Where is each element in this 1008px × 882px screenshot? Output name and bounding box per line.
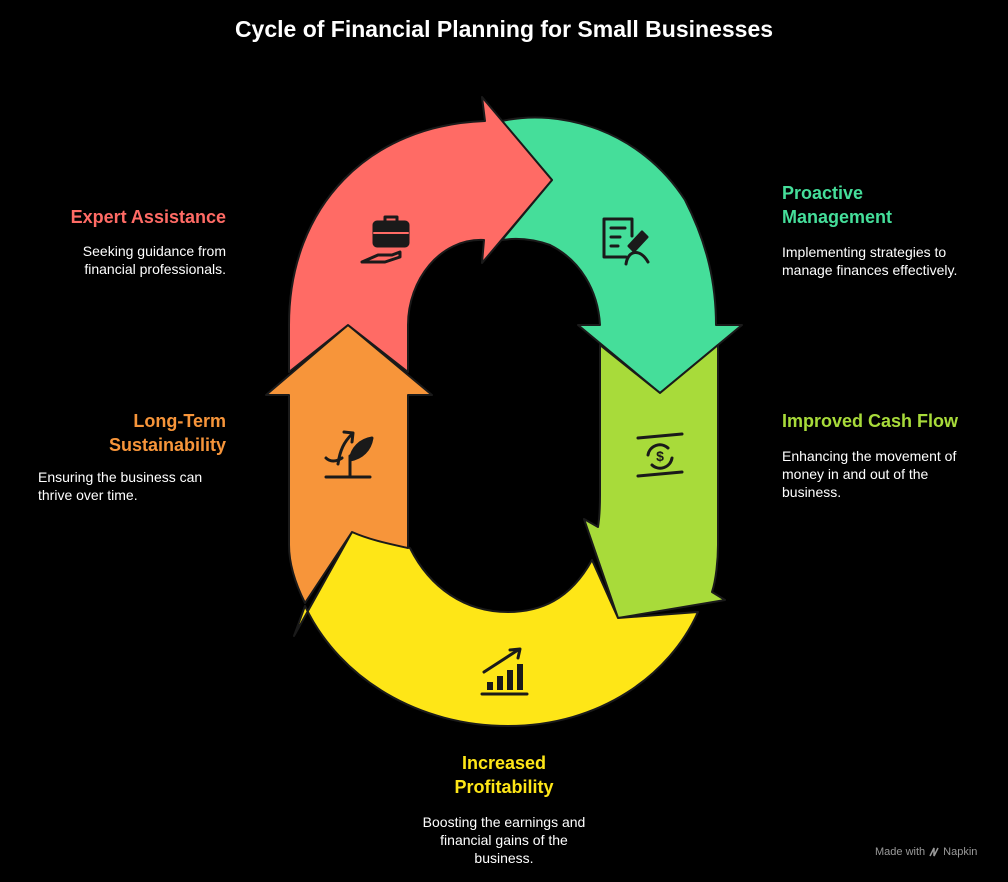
step-label-long-term-sustainability: Long-Term Sustainability <box>108 411 226 455</box>
step-desc-proactive-management: Implementing strategies to manage financ… <box>782 244 958 278</box>
step-label-proactive-management: Proactive Management <box>782 183 893 227</box>
step-desc-increased-profitability: Boosting the earnings and financial gain… <box>422 814 586 866</box>
step-desc-expert-assistance: Seeking guidance from financial professi… <box>82 243 226 277</box>
cycle-segment-expert-assistance <box>288 96 553 373</box>
sprout-icon <box>324 430 374 479</box>
step-label-improved-cash-flow: Improved Cash Flow <box>782 411 959 431</box>
step-desc-long-term-sustainability: Ensuring the business can thrive over ti… <box>38 469 203 503</box>
diagram-title: Cycle of Financial Planning for Small Bu… <box>234 16 774 42</box>
made-with-napkin: Made with Napkin <box>875 846 977 858</box>
cycle-segment-proactive-management <box>501 116 743 394</box>
svg-text:$: $ <box>656 448 664 464</box>
hand-briefcase-icon <box>360 215 410 264</box>
step-label-expert-assistance: Expert Assistance <box>70 207 226 227</box>
napkin-logo-icon <box>929 847 939 857</box>
step-desc-improved-cash-flow: Enhancing the movement of money in and o… <box>782 448 957 500</box>
cycle-segment-increased-profitability <box>293 531 699 727</box>
document-edit-icon <box>602 217 650 266</box>
footer-made-with: Made with <box>875 846 926 858</box>
footer-brand: Napkin <box>943 846 978 858</box>
growth-chart-icon <box>480 647 529 696</box>
money-cycle-icon: $ <box>636 432 684 478</box>
step-label-increased-profitability: Increased Profitability <box>454 753 554 797</box>
cycle-segment-improved-cash-flow <box>583 344 726 619</box>
